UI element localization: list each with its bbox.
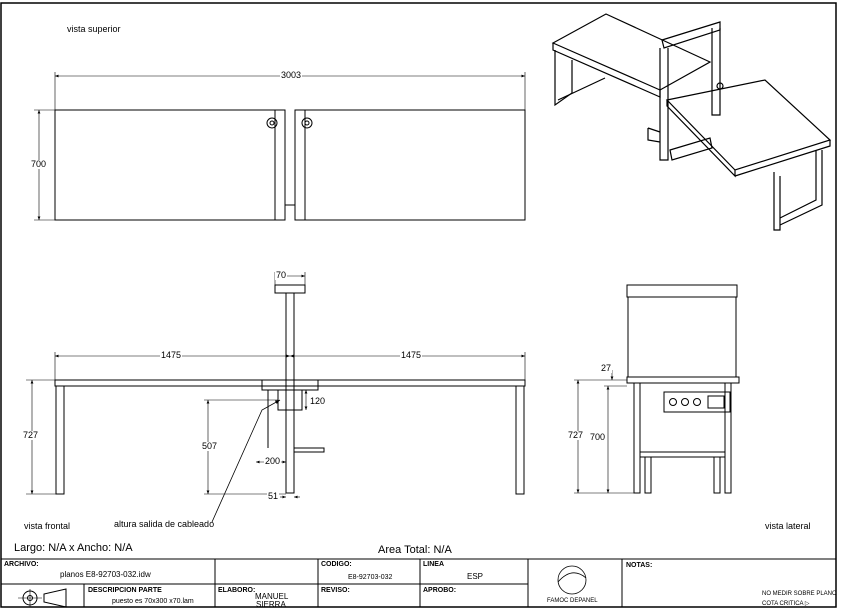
dim-side-screen-offset: 27: [600, 363, 613, 373]
dim-tray-width: 200: [264, 456, 282, 466]
linea-value: ESP: [467, 572, 484, 581]
elaboro-label: ELABORO:: [218, 587, 256, 594]
linea-label: LINEA: [423, 561, 444, 568]
nota-2: COTA CRITICA ▷: [762, 601, 810, 607]
isometric-view: [551, 13, 832, 231]
dim-depth: 700: [30, 159, 48, 169]
dim-base-offset: 51: [267, 491, 280, 501]
notas-label: NOTAS:: [626, 562, 653, 569]
cable-exit-note: altura salida de cableado: [114, 519, 215, 529]
side-view: [574, 284, 740, 494]
reviso-label: REVISO:: [321, 587, 350, 594]
descripcion-label: DESCRIPCION PARTE: [88, 587, 162, 594]
dim-screen-width: 70: [275, 270, 288, 280]
dim-side-height-total: 727: [567, 430, 585, 440]
archivo-label: ARCHIVO:: [4, 561, 39, 568]
aprobo-label: APROBO:: [423, 587, 457, 594]
dim-half-left: 1475: [160, 350, 183, 360]
front-view-label: vista frontal: [24, 521, 71, 531]
area-total: Area Total: N/A: [378, 544, 452, 556]
dim-overall-width: 3003: [280, 70, 303, 80]
side-view-label: vista lateral: [765, 521, 811, 531]
descripcion-value: puesto es 70x300 x70.lam: [112, 598, 194, 605]
largo-ancho: Largo: N/A x Ancho: N/A: [14, 542, 133, 554]
codigo-value: E8-92703-032: [348, 574, 393, 581]
top-view-label: vista superior: [67, 24, 121, 34]
nota-1: NO MEDIR SOBRE PLANO: [762, 591, 837, 597]
elaboro-value-2: SIERRA: [256, 600, 286, 609]
dim-height-cable: 507: [201, 441, 219, 451]
dim-outlet-height: 120: [309, 396, 327, 406]
dim-side-height-inner: 700: [589, 432, 607, 442]
top-view: [34, 72, 526, 221]
archivo-value: planos E8-92703-032.idw: [60, 570, 151, 579]
dim-height-total: 727: [22, 430, 40, 440]
dim-half-right: 1475: [400, 350, 423, 360]
front-view: [26, 272, 526, 523]
title-block: [1, 558, 836, 608]
codigo-label: CODIGO:: [321, 561, 352, 568]
elaboro-value-1: MANUEL: [255, 592, 289, 601]
logo-text: FAMOC DEPANEL: [547, 598, 598, 604]
